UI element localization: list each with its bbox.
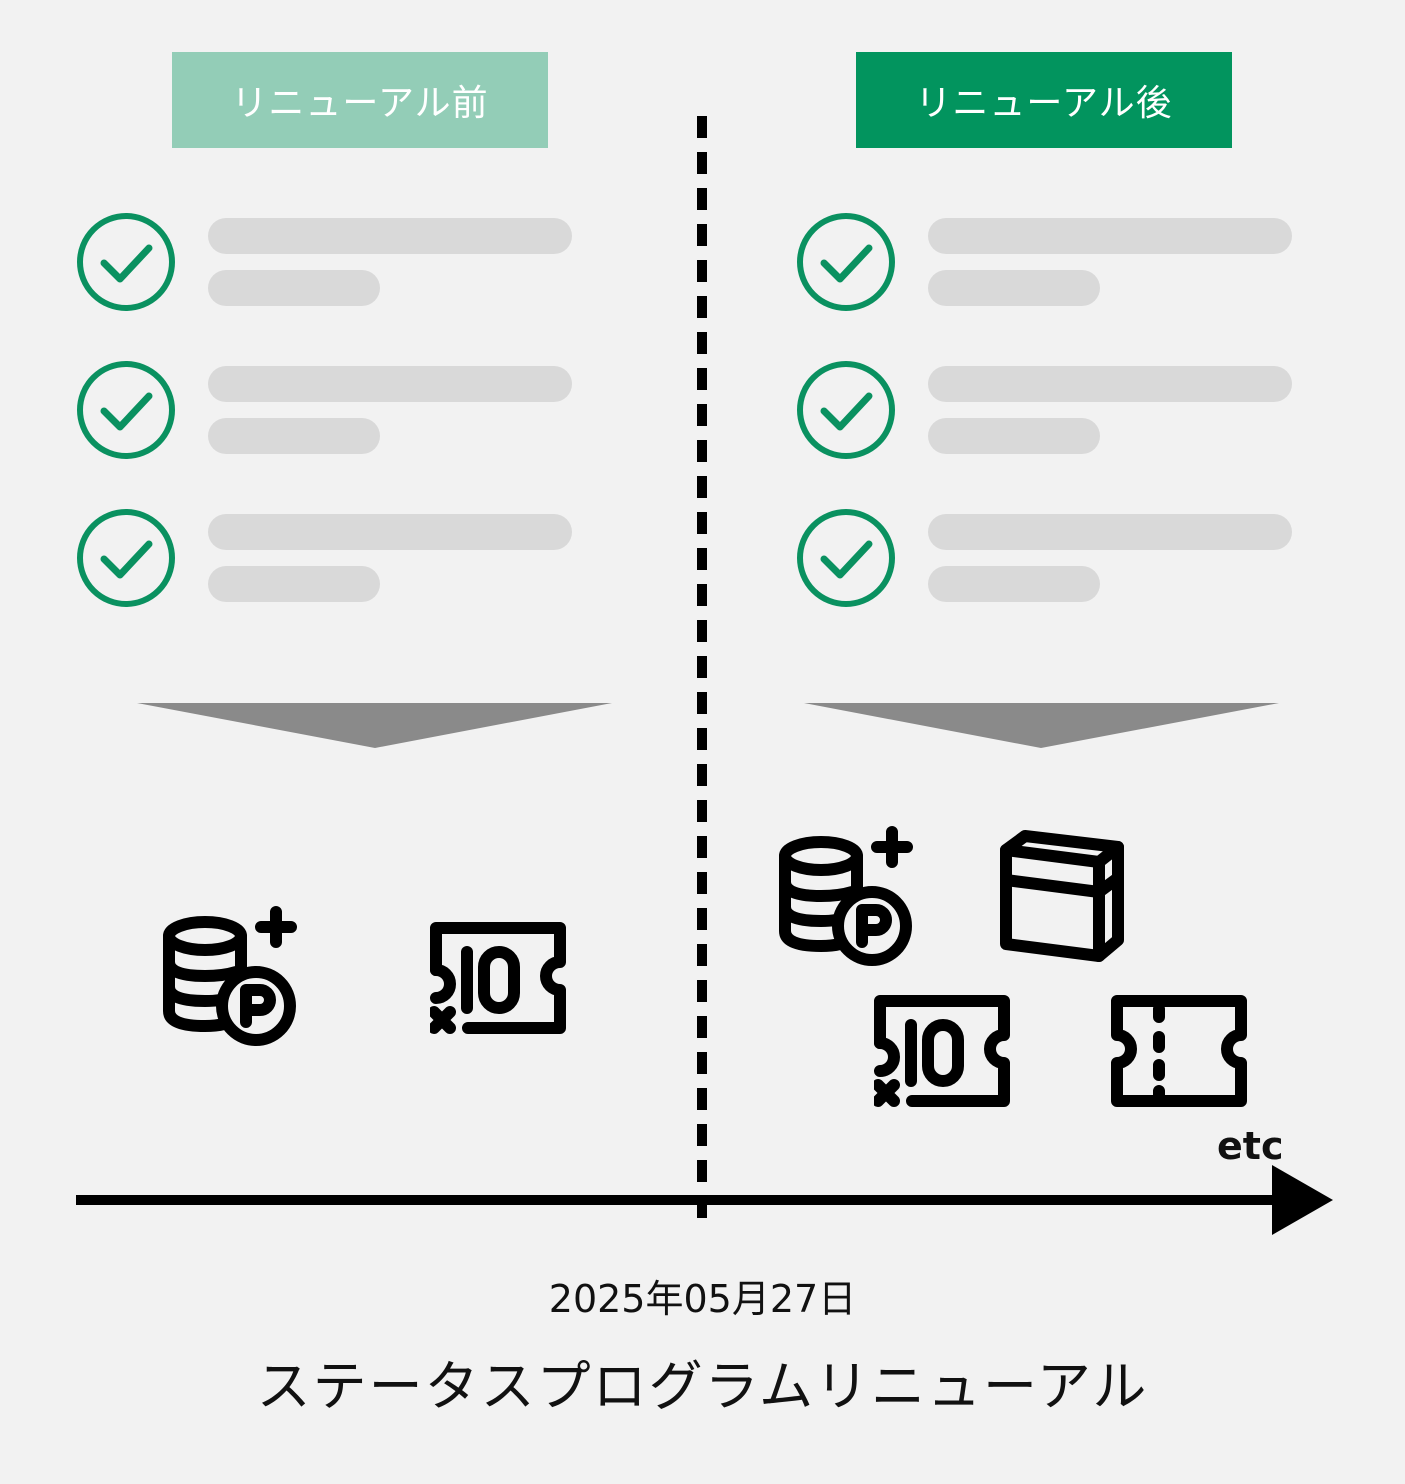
box-icon	[999, 828, 1129, 968]
check-circle-icon	[797, 213, 895, 311]
ticket-10x-icon	[874, 995, 1014, 1110]
timeline-arrow	[76, 1165, 1333, 1235]
after-down-arrow	[804, 703, 1279, 748]
coins-points-plus-icon	[158, 906, 303, 1051]
check-circle-icon	[77, 213, 175, 311]
coins-points-plus-icon	[774, 826, 919, 971]
renewal-date: 2025年05月27日	[548, 1277, 857, 1321]
before-down-arrow	[137, 703, 612, 748]
ticket-icon	[1111, 995, 1251, 1110]
after-renewal-label: リニューアル後	[856, 52, 1232, 148]
placeholder-text-line	[208, 514, 572, 550]
placeholder-text-line	[208, 566, 380, 602]
placeholder-text-line	[928, 418, 1100, 454]
placeholder-text-line	[208, 218, 572, 254]
placeholder-text-line	[208, 366, 572, 402]
check-circle-icon	[77, 361, 175, 459]
down-arrows	[137, 703, 1279, 748]
renewal-divider-line	[697, 116, 707, 1230]
placeholder-text-line	[208, 270, 380, 306]
diagram-title: ステータスプログラムリニューアル	[256, 1355, 1149, 1418]
before-renewal-label: リニューアル前	[172, 52, 548, 148]
ticket-10x-icon	[430, 922, 570, 1037]
check-circle-icon	[77, 509, 175, 607]
placeholder-text-line	[928, 566, 1100, 602]
placeholder-text-line	[208, 418, 380, 454]
etc-label: etc	[1217, 1124, 1284, 1168]
placeholder-text-line	[928, 366, 1292, 402]
placeholder-text-line	[928, 514, 1292, 550]
check-circle-icon	[797, 361, 895, 459]
placeholder-text-line	[928, 218, 1292, 254]
placeholder-text-line	[928, 270, 1100, 306]
check-circle-icon	[797, 509, 895, 607]
